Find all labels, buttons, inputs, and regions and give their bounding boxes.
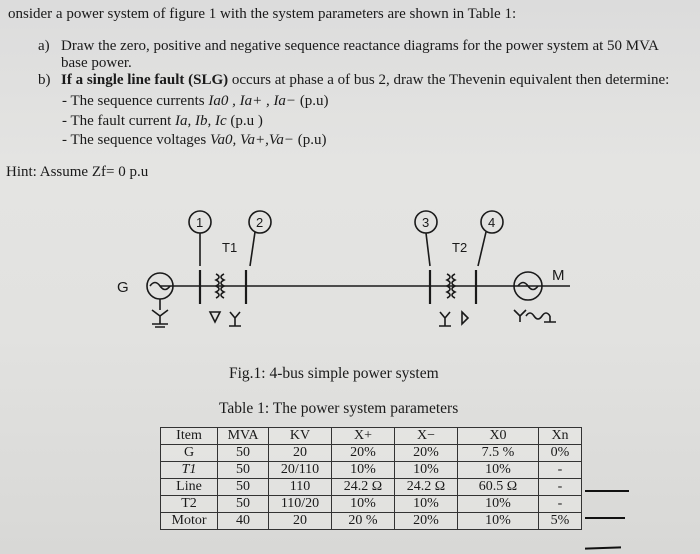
part-b-text-pre: If bbox=[61, 72, 76, 88]
table-header-cell: Item bbox=[160, 427, 218, 445]
table-cell: 20% bbox=[394, 512, 458, 530]
table-cell: T2 bbox=[160, 495, 218, 513]
t2-winding-left bbox=[445, 273, 451, 299]
part-b-text-post: occurs at phase a of bus 2, draw the The… bbox=[228, 72, 670, 88]
table-row: T1 50 20/110 10% 10% 10% - bbox=[160, 461, 582, 479]
part-b-text-bold: a single line fault (SLG) bbox=[75, 72, 229, 88]
table-cell: 20 % bbox=[331, 512, 395, 530]
parameters-table: Item MVA KV X+ X− X0 Xn G 50 20 20% 20% … bbox=[160, 427, 582, 530]
motor-symbol bbox=[513, 271, 543, 301]
part-a-text: Draw the zero, positive and negative seq… bbox=[61, 38, 659, 54]
intro-text: onsider a power system of figure 1 with … bbox=[8, 6, 517, 22]
table-cell: 10% bbox=[331, 495, 395, 513]
table-cell: 10% bbox=[457, 495, 539, 513]
table-cell: 50 bbox=[217, 444, 269, 462]
table-cell: 20/110 bbox=[268, 461, 332, 479]
table-cell: Line bbox=[160, 478, 218, 496]
pen-mark bbox=[584, 546, 622, 550]
table-cell: 5% bbox=[538, 512, 582, 530]
table-cell: 10% bbox=[394, 461, 458, 479]
table-cell: 10% bbox=[331, 461, 395, 479]
table-cell: 110 bbox=[268, 478, 332, 496]
bus-label-3: 3 bbox=[422, 215, 429, 230]
table-cell: 24.2 Ω bbox=[394, 478, 458, 496]
t1-winding-left bbox=[214, 273, 220, 299]
table-cell: - bbox=[538, 478, 582, 496]
pen-mark bbox=[585, 490, 629, 492]
table-cell: T1 bbox=[160, 461, 218, 479]
table-header-row: Item MVA KV X+ X− X0 Xn bbox=[160, 427, 582, 445]
table-cell: 10% bbox=[457, 512, 539, 530]
table-header-cell: Xn bbox=[538, 427, 582, 445]
table-cell: 10% bbox=[394, 495, 458, 513]
list-item: - The sequence currents Ia0 , Ia+ , Ia− … bbox=[62, 93, 329, 109]
list-item: - The sequence voltages Va0, Va+,Va− (p.… bbox=[62, 132, 327, 148]
table-cell: 50 bbox=[217, 478, 269, 496]
table-row: Motor 40 20 20 % 20% 10% 5% bbox=[160, 512, 582, 530]
table-cell: 50 bbox=[217, 495, 269, 513]
figure-caption: Fig.1: 4-bus simple power system bbox=[229, 365, 439, 382]
bus-label-4: 4 bbox=[488, 215, 495, 230]
table-header-cell: KV bbox=[268, 427, 332, 445]
transformer-label-t2: T2 bbox=[452, 240, 467, 255]
table-cell: 110/20 bbox=[268, 495, 332, 513]
table-cell: 20 bbox=[268, 512, 332, 530]
table-title: Table 1: The power system parameters bbox=[219, 400, 459, 417]
table-cell: - bbox=[538, 461, 582, 479]
t1-winding-right bbox=[220, 273, 226, 299]
table-cell: 0% bbox=[538, 444, 582, 462]
power-system-diagram: 1 2 3 4 T1 T2 G M bbox=[117, 210, 570, 328]
transformer-label-t1: T1 bbox=[222, 240, 237, 255]
table-cell: 7.5 % bbox=[457, 444, 539, 462]
table-row: Line 50 110 24.2 Ω 24.2 Ω 60.5 Ω - bbox=[160, 478, 582, 496]
table-cell: Motor bbox=[160, 512, 218, 530]
table-row: G 50 20 20% 20% 7.5 % 0% bbox=[160, 444, 582, 462]
hint-text: Hint: Assume Zf= 0 p.u bbox=[6, 164, 149, 180]
table-header-cell: X− bbox=[394, 427, 458, 445]
table-row: T2 50 110/20 10% 10% 10% - bbox=[160, 495, 582, 513]
table-cell: 50 bbox=[217, 461, 269, 479]
bus-label-2: 2 bbox=[256, 215, 263, 230]
table-cell: 20% bbox=[331, 444, 395, 462]
table-cell: 60.5 Ω bbox=[457, 478, 539, 496]
table-cell: 24.2 Ω bbox=[331, 478, 395, 496]
table-header-cell: X0 bbox=[457, 427, 539, 445]
part-a-label: a) bbox=[38, 38, 50, 54]
table-cell: 40 bbox=[217, 512, 269, 530]
table-cell: - bbox=[538, 495, 582, 513]
table-cell: 20 bbox=[268, 444, 332, 462]
bus-label-1: 1 bbox=[196, 215, 203, 230]
table-header-cell: MVA bbox=[217, 427, 269, 445]
table-cell: 20% bbox=[394, 444, 458, 462]
table-header-cell: X+ bbox=[331, 427, 395, 445]
generator-label: G bbox=[117, 279, 129, 296]
part-a-text-cont: base power. bbox=[61, 55, 132, 71]
part-b-label: b) bbox=[38, 72, 51, 88]
table-cell: 10% bbox=[457, 461, 539, 479]
pen-mark bbox=[585, 517, 625, 519]
motor-label: M bbox=[552, 267, 565, 284]
part-b-text: If a single line fault (SLG) occurs at p… bbox=[61, 72, 669, 89]
table-cell: G bbox=[160, 444, 218, 462]
list-item: - The fault current Ia, Ib, Ic (p.u ) bbox=[62, 113, 263, 129]
t2-winding-right bbox=[451, 273, 457, 299]
